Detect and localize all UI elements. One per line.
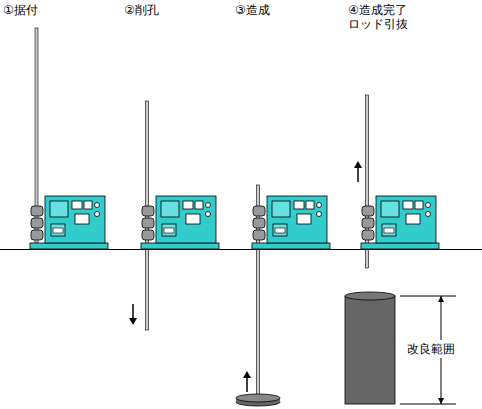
step-label: ④造成完了 ロッド引抜 [348,3,420,31]
step-label: ②削孔 [124,3,159,17]
step-label: ③造成 [235,3,270,17]
step-label: ①据付 [3,3,38,17]
dimension-label: 改良範囲 [407,342,455,356]
